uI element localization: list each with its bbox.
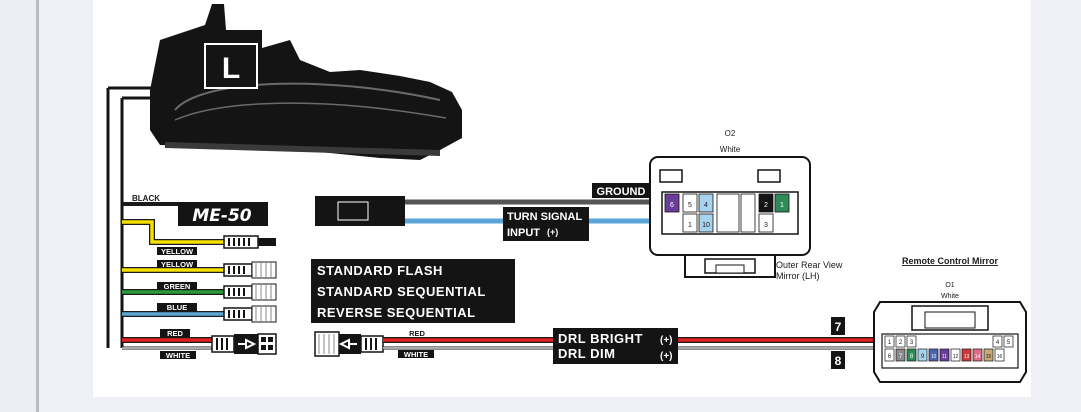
blue-wire-label: BLUE (167, 303, 187, 312)
o2-pin-1-left: 1 (688, 222, 692, 229)
me50-logo: ME-50 (192, 206, 251, 226)
male-output-connector (211, 333, 277, 355)
yellow-wire-1: YELLOW (122, 219, 276, 256)
me50-module: ME-50 (178, 202, 268, 226)
pin-8-callout: 8 (835, 354, 842, 368)
o1-pin-14: 14 (975, 354, 981, 360)
blue-connector (223, 305, 277, 323)
drl-dim-polarity: (+) (660, 351, 673, 362)
yellow-2-connector (223, 261, 277, 279)
housing-tab-letter: L (222, 52, 240, 85)
harness-trunk (106, 86, 152, 348)
o2-pin-2: 2 (764, 202, 768, 209)
o2-color: White (720, 145, 741, 154)
o1-pin-10: 10 (931, 354, 937, 360)
mode-standard-sequential: STANDARD SEQUENTIAL (317, 284, 486, 299)
multi-connector-stack (223, 261, 277, 323)
o2-caption-line2: Mirror (LH) (776, 271, 820, 281)
white-right-label: WHITE (404, 350, 428, 359)
blue-wire: BLUE (122, 303, 226, 317)
yellow-wire-2-label: YELLOW (161, 260, 194, 269)
drl-dim-label: DRL DIM (558, 346, 615, 361)
o2-caption-line1: Outer Rear View (776, 260, 843, 270)
o2-pin-4: 4 (704, 202, 708, 209)
o1-pin-13: 13 (964, 354, 970, 360)
mode-standard-flash: STANDARD FLASH (317, 263, 443, 278)
o2-pin-5: 5 (688, 202, 692, 209)
o1-pin-4: 4 (996, 340, 1000, 346)
drl-bright-polarity: (+) (660, 335, 673, 346)
o1-pin-7: 7 (899, 354, 903, 360)
pin-callouts: 7 8 (831, 317, 845, 369)
white-left-label: WHITE (166, 351, 190, 360)
o2-pin-1-right: 1 (780, 202, 784, 209)
left-margin (0, 0, 39, 412)
o1-pin-9: 9 (921, 354, 925, 360)
ground-label: GROUND (597, 186, 646, 198)
turn-signal-polarity: (+) (547, 227, 558, 237)
red-right-label: RED (409, 329, 425, 338)
female-input-connector (314, 331, 384, 357)
o1-heading: Remote Control Mirror (902, 256, 999, 266)
red-white-left-pair: RED WHITE (122, 329, 277, 360)
o1-name: O1 (945, 282, 954, 289)
right-margin (1032, 0, 1081, 412)
turn-signal-label-line1: TURN SIGNAL (507, 211, 582, 223)
o2-pin-10: 10 (702, 222, 710, 229)
yellow-1-connector (223, 235, 276, 249)
o1-pin-2: 2 (899, 340, 903, 346)
drl-label-box: DRL BRIGHT (+) DRL DIM (+) (553, 328, 678, 364)
sequential-module-housing: L (150, 4, 462, 160)
o1-pin-11: 11 (942, 354, 947, 360)
o1-color: White (941, 293, 959, 300)
mode-reverse-sequential: REVERSE SEQUENTIAL (317, 305, 476, 320)
o1-pin-6: 6 (888, 354, 892, 360)
arrow-right-icon (238, 338, 257, 350)
yellow-wire-1-label: YELLOW (161, 247, 194, 256)
drl-bright-label: DRL BRIGHT (558, 331, 643, 346)
o1-pin-3: 3 (910, 340, 914, 346)
yellow-wire-2: YELLOW (122, 260, 226, 273)
connector-o2: O2 White 6 5 4 1 10 2 1 3 (649, 129, 843, 281)
housing-tab (204, 43, 258, 89)
turn-signal-label-line2: INPUT (507, 227, 540, 239)
o1-pin-5: 5 (1007, 340, 1011, 346)
o1-pin-8: 8 (910, 354, 914, 360)
o1-pin-1: 1 (888, 340, 892, 346)
red-left-label: RED (167, 329, 183, 338)
ground-and-turn-signal: GROUND TURN SIGNAL INPUT (+) (315, 183, 650, 241)
arrow-left-icon (338, 338, 357, 350)
green-wire-label: GREEN (164, 282, 191, 291)
mode-label-box: STANDARD FLASH STANDARD SEQUENTIAL REVER… (311, 259, 515, 323)
o1-pin-15: 15 (986, 354, 992, 360)
pin-7-callout: 7 (835, 320, 842, 334)
green-wire: GREEN (122, 282, 226, 295)
connector-o1: Remote Control Mirror O1 White 1 2 3 4 5… (873, 256, 1027, 383)
black-wire: BLACK (122, 194, 180, 206)
o2-pin-6: 6 (670, 202, 674, 209)
green-connector (223, 283, 277, 301)
black-wire-label: BLACK (132, 194, 160, 203)
o1-pin-16: 16 (997, 354, 1003, 360)
o1-pin-12: 12 (953, 354, 959, 360)
o2-name: O2 (725, 129, 736, 138)
o2-pin-3: 3 (764, 222, 768, 229)
